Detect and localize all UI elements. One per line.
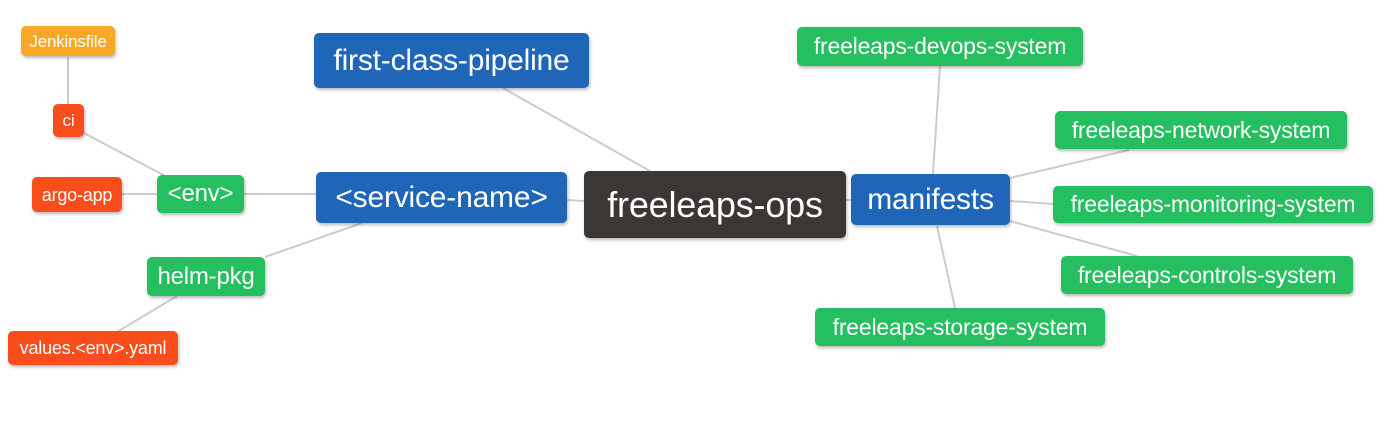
- node-service-name[interactable]: <service-name>: [316, 172, 567, 223]
- node-values-env-yaml[interactable]: values.<env>.yaml: [8, 331, 178, 365]
- node-jenkinsfile[interactable]: Jenkinsfile: [21, 26, 115, 56]
- node-network-system[interactable]: freeleaps-network-system: [1055, 111, 1347, 149]
- edge-manifests-devops-system: [932, 65, 941, 175]
- node-monitoring-system[interactable]: freeleaps-monitoring-system: [1053, 186, 1373, 223]
- node-argo-app[interactable]: argo-app: [32, 177, 122, 212]
- node-env[interactable]: <env>: [157, 175, 244, 213]
- node-freeleaps-ops[interactable]: freeleaps-ops: [584, 171, 846, 238]
- edge-manifests-storage-system: [936, 225, 956, 309]
- node-helm-pkg[interactable]: helm-pkg: [147, 257, 265, 296]
- edge-manifests-network-system: [1009, 149, 1130, 179]
- node-devops-system[interactable]: freeleaps-devops-system: [797, 27, 1083, 66]
- node-first-class-pipeline[interactable]: first-class-pipeline: [314, 33, 589, 88]
- edge-service-name-freeleaps-ops: [566, 199, 585, 202]
- node-storage-system[interactable]: freeleaps-storage-system: [815, 308, 1105, 346]
- edge-ci-env: [83, 132, 168, 178]
- edge-manifests-controls-system: [1009, 220, 1138, 257]
- node-controls-system[interactable]: freeleaps-controls-system: [1061, 256, 1353, 294]
- edge-helm-pkg-values-env-yaml: [116, 295, 178, 333]
- edge-service-name-helm-pkg: [264, 222, 363, 258]
- edge-manifests-monitoring-system: [1009, 200, 1054, 205]
- edge-first-class-pipeline-freeleaps-ops: [502, 87, 651, 172]
- node-ci[interactable]: ci: [53, 104, 84, 137]
- node-manifests[interactable]: manifests: [851, 174, 1010, 225]
